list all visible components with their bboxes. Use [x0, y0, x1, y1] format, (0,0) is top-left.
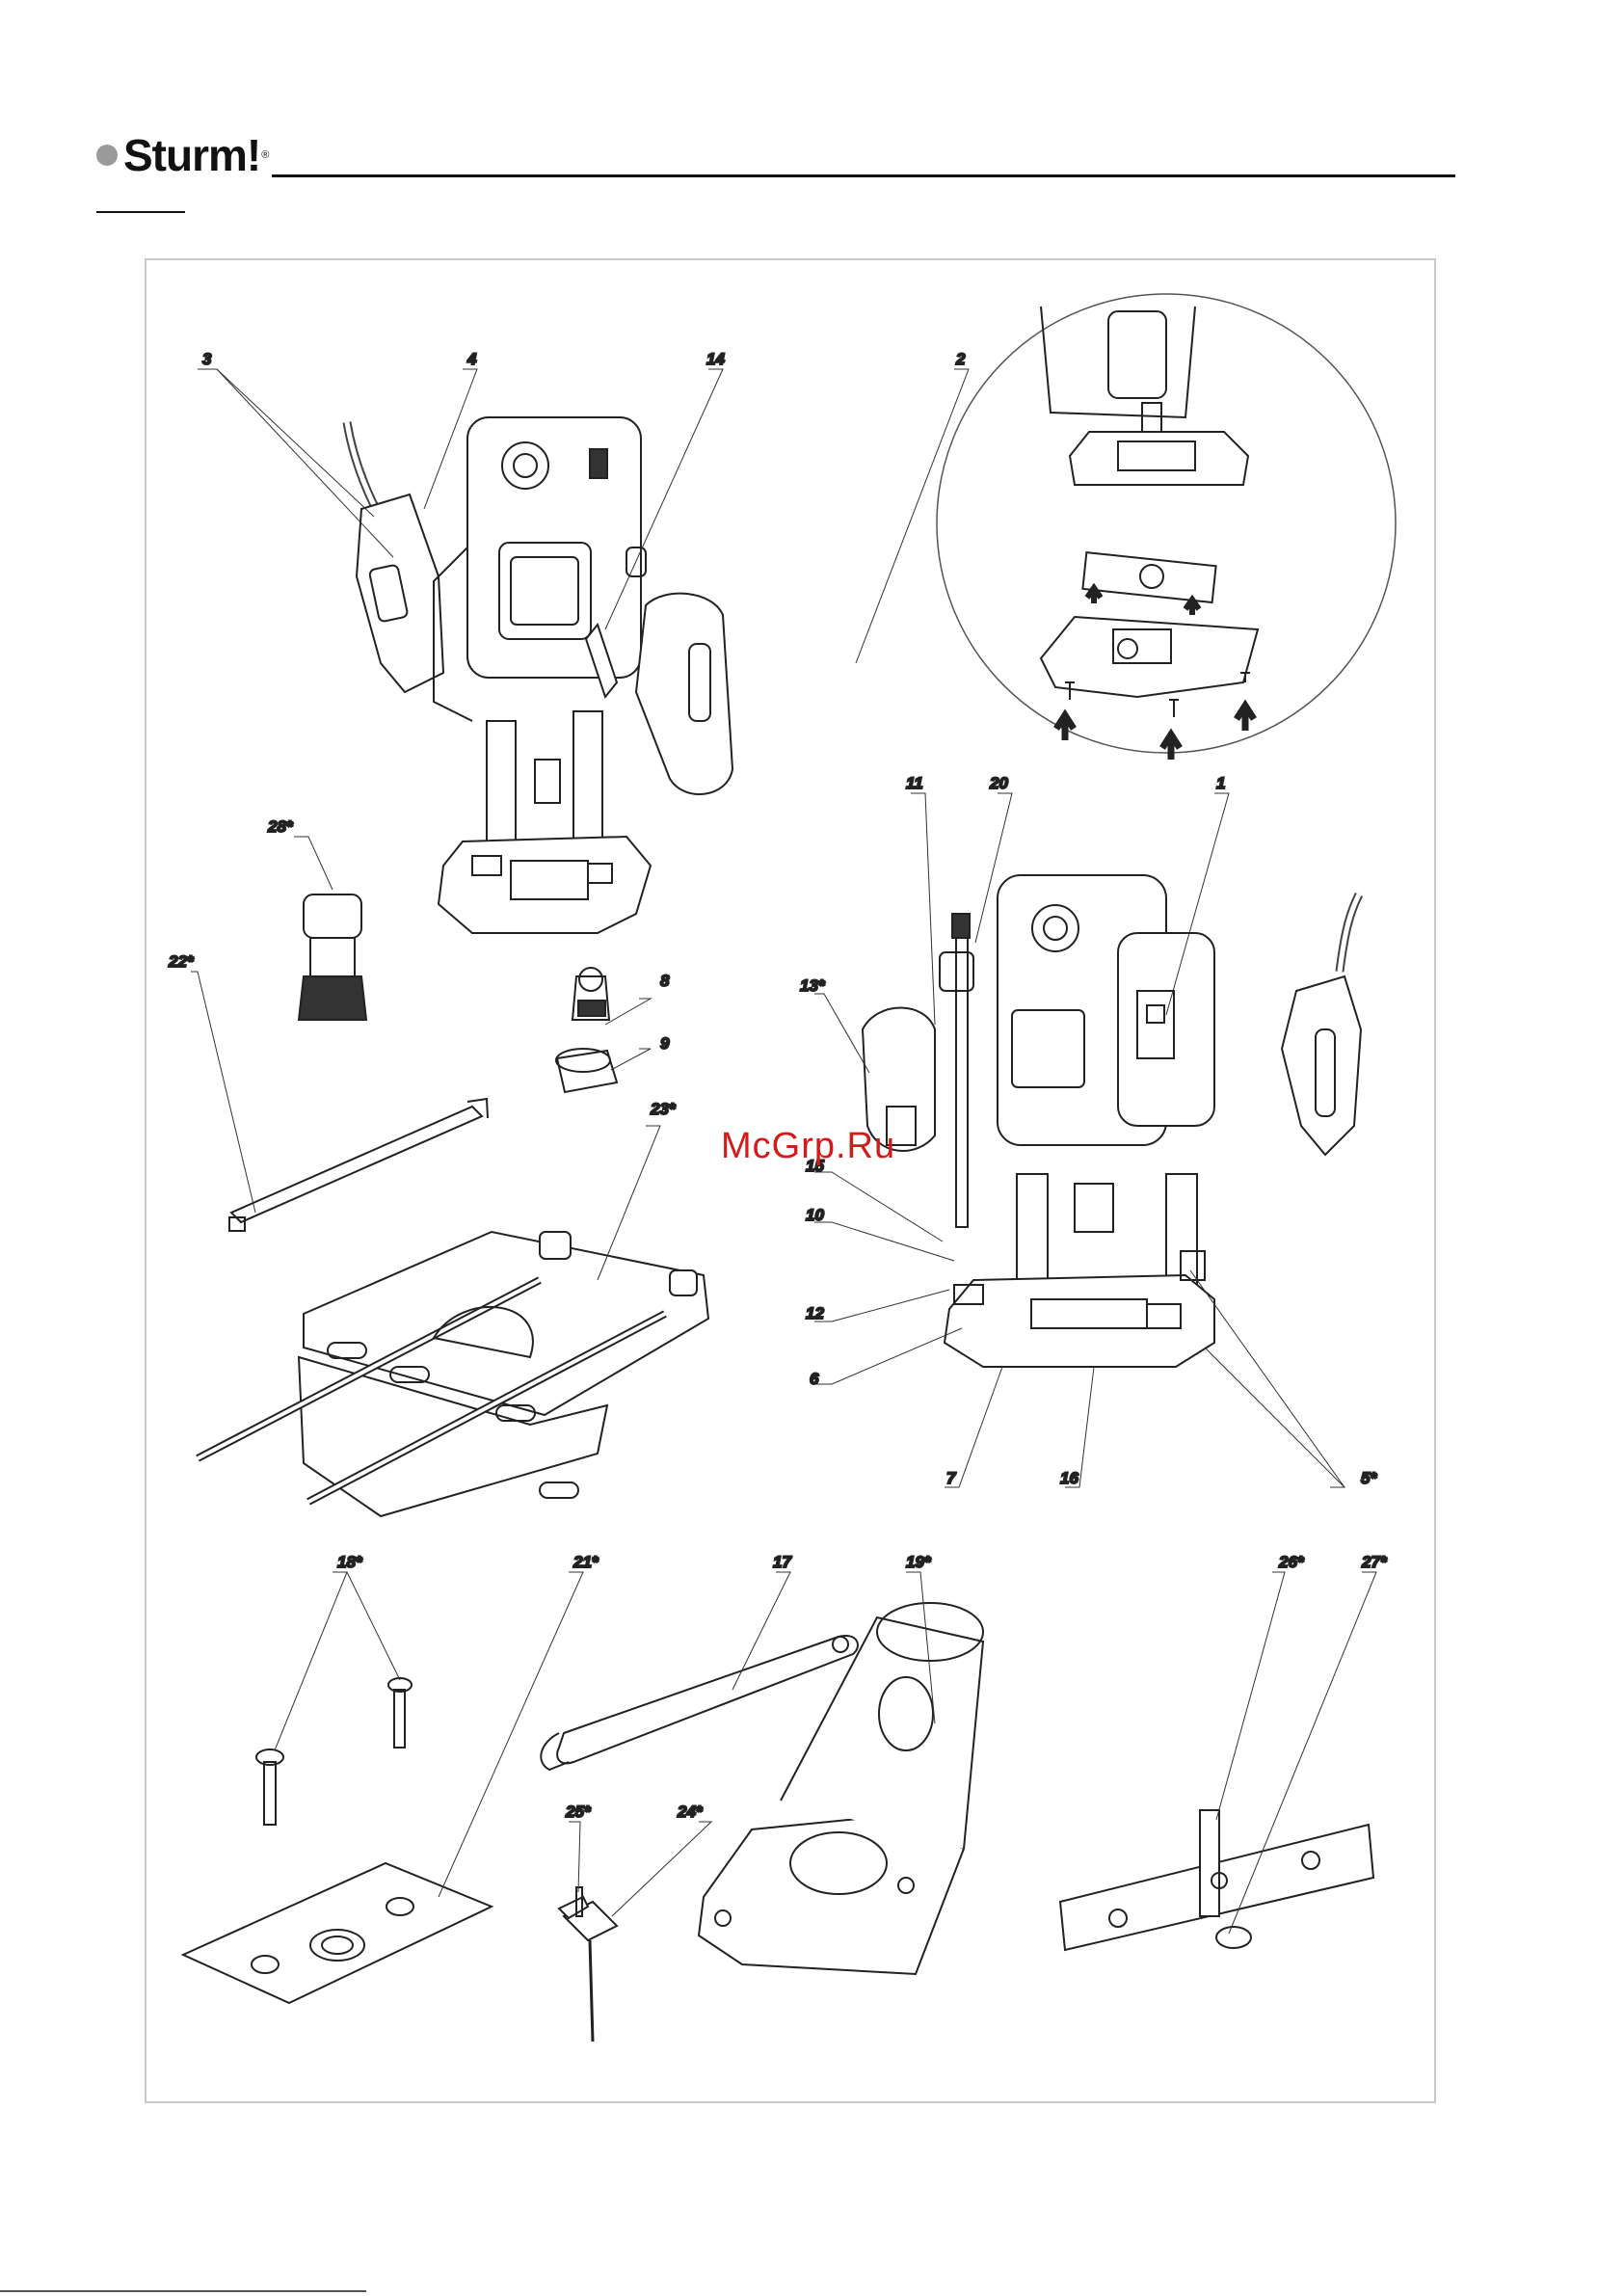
- callout-1: 1: [1216, 774, 1225, 792]
- template-guide-21-drawing: [183, 1863, 492, 2003]
- callout-5: 5*: [1361, 1469, 1377, 1487]
- callout-4: 4: [466, 350, 477, 368]
- circle-guide-26-27-drawing: [1060, 1810, 1373, 1950]
- callout-22: 22*: [168, 952, 195, 971]
- wrench-22-drawing: [229, 1099, 488, 1231]
- callout-6: 6: [810, 1370, 819, 1388]
- callout-21: 21*: [572, 1553, 599, 1571]
- callout-10: 10: [806, 1206, 824, 1224]
- baseplate-inset-drawing: [937, 294, 1396, 760]
- router-top-left-drawing: [347, 417, 732, 933]
- brand-name: Sturm!: [123, 133, 260, 177]
- callout-13: 13*: [800, 976, 826, 995]
- callout-11: 11: [906, 774, 923, 792]
- callout-23: 23*: [650, 1100, 677, 1118]
- exploded-parts-diagram: 3 4 14 2 11 20 1 28* 22* 8 9 23* 13* 15 …: [145, 258, 1436, 2103]
- registered-mark: ®: [261, 149, 269, 161]
- page-number-rule: [96, 211, 185, 213]
- centering-pin-24-25-drawing: [559, 1887, 617, 2042]
- footer-rule: [0, 2290, 366, 2292]
- callout-24: 24*: [677, 1802, 704, 1821]
- header-rule: [272, 174, 1455, 177]
- callout-19: 19*: [906, 1553, 932, 1571]
- brand-logo: Sturm! ®: [96, 133, 269, 177]
- callout-14: 14: [706, 350, 725, 368]
- adapter-28-drawing: [299, 894, 366, 1020]
- callout-26: 26*: [1278, 1553, 1305, 1571]
- nut-9-drawing: [556, 1049, 617, 1092]
- callout-25: 25*: [565, 1802, 592, 1821]
- callout-3: 3: [202, 350, 212, 368]
- callout-16: 16: [1060, 1469, 1078, 1487]
- callout-7: 7: [946, 1469, 957, 1487]
- screws-18-drawing: [256, 1678, 412, 1825]
- callout-17: 17: [773, 1553, 792, 1571]
- callout-8: 8: [660, 972, 670, 990]
- collet-8-drawing: [572, 968, 609, 1020]
- logo-dot-icon: [96, 145, 118, 166]
- callout-28: 28*: [267, 817, 294, 836]
- callout-2: 2: [955, 350, 966, 368]
- callout-12: 12: [806, 1304, 824, 1322]
- callout-27: 27*: [1361, 1553, 1388, 1571]
- parallel-guide-23-drawing: [198, 1232, 708, 1516]
- callout-18: 18*: [337, 1553, 363, 1571]
- watermark: McGrp.Ru: [721, 1126, 895, 1167]
- callout-9: 9: [660, 1034, 670, 1053]
- callout-20: 20: [989, 774, 1008, 792]
